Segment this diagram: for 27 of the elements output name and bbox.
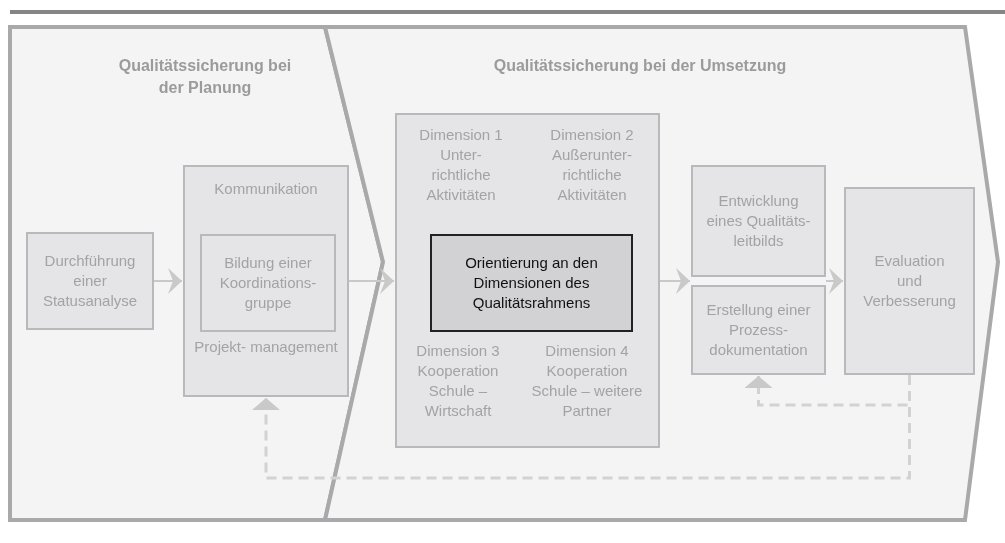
arrow: [153, 268, 183, 294]
box-text: Dimension 4 Kooperation Schule – weitere Partner: [530, 341, 644, 421]
process-box: [691, 165, 826, 277]
box-text: Kommunikation: [213, 179, 319, 199]
box-text: Dimension 2 Außerunter- richtliche Aktivitäten: [549, 125, 635, 205]
box-text: Durchführung einer Statusanalyse: [41, 251, 139, 311]
box-text: Entwicklung eines Qualitäts- leitbilds: [705, 191, 812, 251]
box-text: Projekt- management: [193, 337, 339, 357]
box-text: Erstellung einer Prozess- dokumentation: [705, 300, 812, 360]
box-text: Bildung einer Koordinations- gruppe: [218, 253, 318, 313]
phase-heading: Qualitätssicherung bei der Planung: [117, 56, 293, 98]
process-box: [844, 187, 975, 375]
process-box: [183, 165, 349, 397]
highlight-box: [430, 234, 633, 332]
box-text: Dimension 1 Unter- richtliche Aktivitäten: [418, 125, 504, 205]
arrow: [744, 375, 911, 407]
box-text: Evaluation und Verbesserung: [862, 251, 957, 311]
arrow: [825, 268, 844, 294]
process-box: [691, 285, 826, 375]
box-text: Dimension 3 Kooperation Schule – Wirtschaft: [415, 341, 501, 421]
phase-heading: Qualitätssicherung bei der Umsetzung: [492, 56, 788, 76]
arrow: [659, 268, 691, 294]
arrow: [348, 268, 395, 294]
box-text: Orientierung an den Dimensionen des Qualitätsrahmens: [464, 253, 599, 313]
process-box: [26, 232, 154, 330]
process-box: [200, 234, 336, 332]
process-box: [395, 113, 660, 448]
